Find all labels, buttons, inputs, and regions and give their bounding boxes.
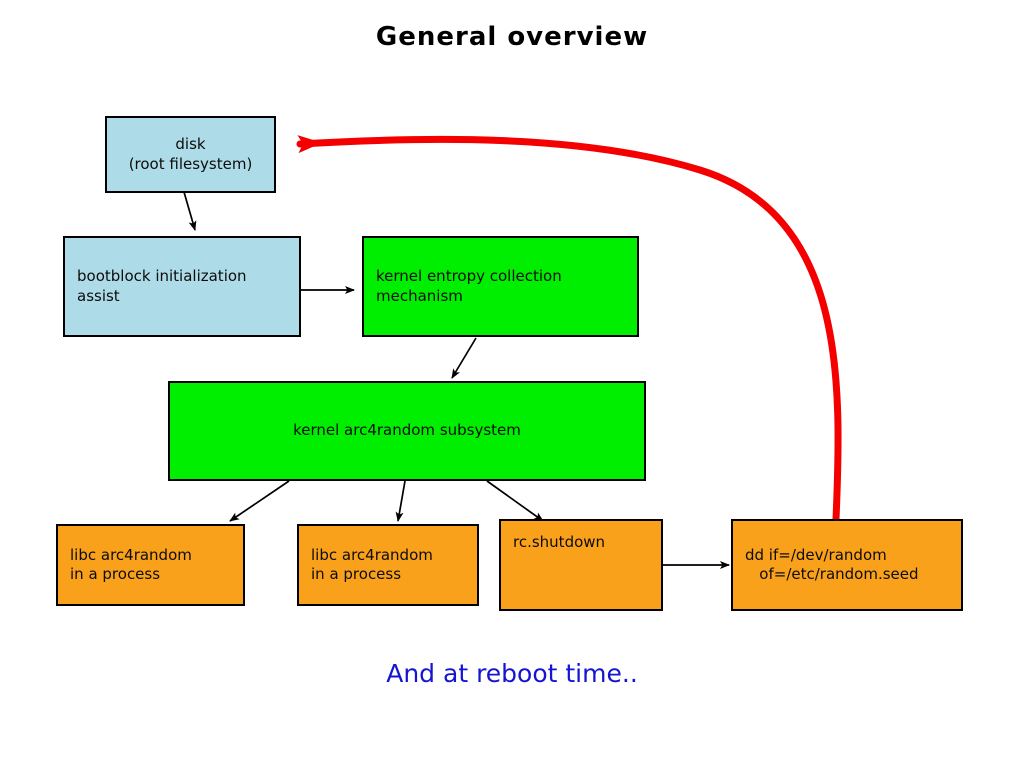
edge-arc4random-to-libc-2 [395,480,406,522]
node-rc-shutdown-line1: rc.shutdown [513,533,606,551]
node-libc-2-line1: libc arc4random [311,545,433,564]
node-libc-2-line2: in a process [311,565,402,583]
node-kernel-entropy-line1: kernel entropy collection [376,267,562,286]
node-kernel-arc4random-subsystem[interactable]: kernel arc4random subsystem [168,381,646,481]
edge-arc4random-to-rc-shutdown [486,480,544,522]
node-kernel-arc4random-line1: kernel arc4random subsystem [293,421,521,440]
node-libc-arc4random-process-1[interactable]: libc arc4random in a process [56,524,245,606]
node-libc-arc4random-process-2[interactable]: libc arc4random in a process [297,524,479,606]
edge-disk-to-bootblock [183,191,197,231]
node-rc-shutdown[interactable]: rc.shutdown [499,519,663,611]
node-libc-1-line2: in a process [70,565,161,583]
node-disk-line1: disk [175,135,206,154]
edge-entropy-to-arc4random [451,337,477,379]
node-dd-line1: dd if=/dev/random [745,545,887,564]
node-bootblock-line1: bootblock initialization [77,267,247,286]
node-disk[interactable]: disk (root filesystem) [105,116,276,193]
node-bootblock-line2: assist [77,286,120,305]
node-kernel-entropy-line2: mechanism [376,286,463,305]
node-dd-line2: of=/etc/random.seed [745,565,919,583]
node-dd-random-seed[interactable]: dd if=/dev/random of=/etc/random.seed [731,519,963,611]
page-title: General overview [375,22,649,52]
node-libc-1-line1: libc arc4random [70,545,192,564]
node-kernel-entropy-collection-mechanism[interactable]: kernel entropy collection mechanism [362,236,639,337]
node-disk-line2: (root filesystem) [128,154,253,173]
edge-arc4random-to-libc-1 [229,480,290,522]
node-bootblock-initialization-assist[interactable]: bootblock initialization assist [63,236,301,337]
footnote-reboot-time: And at reboot time.. [386,659,638,688]
